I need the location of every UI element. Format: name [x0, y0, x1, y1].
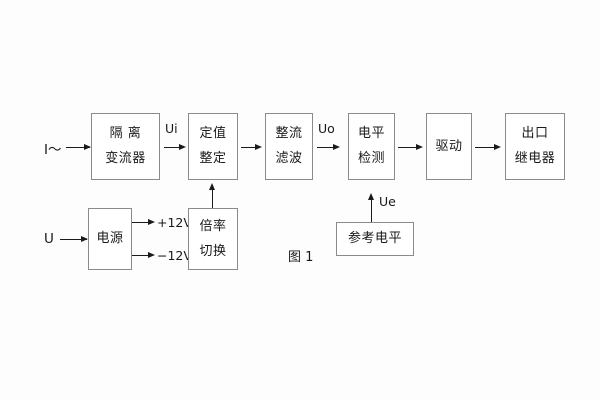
block-rectify-filter-line1: 整流: [275, 126, 303, 142]
arrow-ui: [179, 143, 186, 150]
connector-voltage-input-line: [60, 239, 87, 240]
signal-label-rail-negative: −12V: [157, 248, 192, 263]
block-setting: 定值 整定: [188, 113, 238, 180]
signal-label-rail-positive: +12V: [157, 215, 192, 230]
connector-ui-line: [164, 147, 181, 148]
connector-reference-to-leveldetect: [371, 200, 372, 222]
connector-setting-to-rectify: [241, 147, 257, 148]
block-reference-level: 参考电平: [336, 222, 414, 256]
signal-label-ue: Ue: [379, 194, 396, 209]
connector-rail-positive-line: [132, 222, 150, 223]
block-isolation-ct-line2: 变流器: [105, 151, 146, 166]
block-drive: 驱动: [426, 113, 472, 180]
block-rectify-filter-line2: 滤波: [275, 151, 303, 166]
signal-label-uo: Uo: [318, 121, 335, 136]
block-multiplier-switch-line1: 倍率: [199, 218, 227, 234]
connector-rail-negative-line: [132, 255, 150, 256]
arrow-voltage-input: [81, 235, 88, 242]
block-multiplier-switch: 倍率 切换: [188, 208, 238, 270]
connector-leveldetect-to-drive: [398, 147, 418, 148]
block-level-detect: 电平 检测: [348, 113, 395, 180]
arrow-setting-to-rectify: [255, 143, 262, 150]
connector-current-input-line: [66, 147, 90, 148]
arrow-uo: [333, 143, 340, 150]
figure-caption: 图 1: [288, 250, 314, 265]
block-power-supply: 电源: [88, 208, 132, 270]
block-power-supply-line1: 电源: [96, 231, 124, 247]
connector-uo-line: [317, 147, 335, 148]
arrow-rail-negative: [148, 251, 155, 258]
arrow-current-input: [84, 143, 91, 150]
block-setting-line1: 定值: [199, 126, 227, 142]
block-level-detect-line1: 电平: [357, 126, 385, 142]
block-output-relay: 出口 继电器: [505, 113, 565, 180]
connector-multiplier-to-setting: [212, 190, 213, 208]
block-rectify-filter: 整流 滤波: [265, 113, 313, 180]
arrow-leveldetect-to-drive: [416, 143, 423, 150]
arrow-rail-positive: [148, 218, 155, 225]
block-level-detect-line2: 检测: [357, 151, 385, 166]
block-setting-line2: 整定: [199, 151, 227, 166]
arrow-multiplier-to-setting: [208, 183, 215, 190]
connector-drive-to-relay: [475, 147, 496, 148]
block-output-relay-line2: 继电器: [514, 151, 556, 166]
input-label-current: I～: [44, 142, 62, 158]
arrow-drive-to-relay: [494, 143, 501, 150]
signal-label-ui: Ui: [165, 121, 178, 136]
input-label-voltage: U: [44, 231, 54, 247]
block-multiplier-switch-line2: 切换: [199, 243, 227, 259]
block-reference-level-line1: 参考电平: [347, 231, 402, 247]
block-isolation-ct-line1: 隔 离: [109, 126, 142, 142]
arrow-reference-to-leveldetect: [367, 193, 374, 200]
block-drive-line1: 驱动: [435, 138, 463, 154]
block-output-relay-line1: 出口: [521, 126, 549, 142]
block-isolation-ct: 隔 离 变流器: [91, 113, 160, 180]
